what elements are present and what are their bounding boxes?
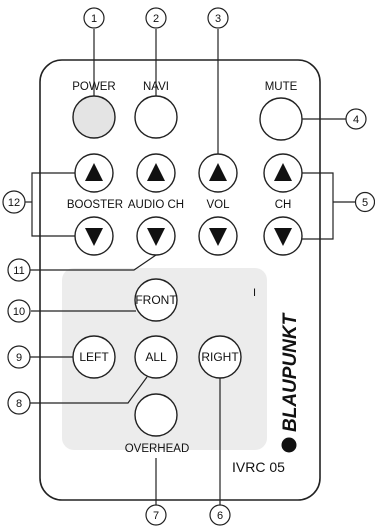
callout-9: 9 xyxy=(7,345,31,369)
booster-label: BOOSTER xyxy=(67,199,123,211)
ch-label: CH xyxy=(275,199,292,211)
audio-ch-up-button[interactable] xyxy=(136,153,176,193)
model-label: IVRC 05 xyxy=(232,459,285,475)
audio-ch-label: AUDIO CH xyxy=(128,199,184,211)
callout-12: 12 xyxy=(2,190,26,214)
svg-text:6: 6 xyxy=(217,510,223,522)
pad-mark: I xyxy=(253,287,256,299)
brand-logo: BLAUPUNKT xyxy=(280,312,301,453)
down-arrow-icon xyxy=(274,228,292,246)
down-arrow-icon xyxy=(85,228,103,246)
callout-4: 4 xyxy=(345,108,367,130)
svg-text:11: 11 xyxy=(13,265,24,277)
up-arrow-icon xyxy=(147,163,165,181)
up-arrow-icon xyxy=(209,163,227,181)
right-label: RIGHT xyxy=(201,350,239,364)
callout-1: 1 xyxy=(83,7,105,29)
callout-3: 3 xyxy=(207,7,229,29)
callout-11: 11 xyxy=(7,258,31,282)
booster-up-button[interactable] xyxy=(74,153,114,193)
ch-down-button[interactable] xyxy=(263,216,303,256)
left-label: LEFT xyxy=(79,350,109,364)
vol-label: VOL xyxy=(206,199,230,211)
vol-down-button[interactable] xyxy=(198,216,238,256)
svg-text:BLAUPUNKT: BLAUPUNKT xyxy=(280,312,301,432)
callout-10: 10 xyxy=(7,299,31,323)
callout-8: 8 xyxy=(7,391,31,415)
audio-ch-down-button[interactable] xyxy=(136,216,176,256)
vol-up-button[interactable] xyxy=(198,153,238,193)
svg-text:7: 7 xyxy=(153,510,159,522)
down-arrow-icon xyxy=(209,228,227,246)
svg-text:1: 1 xyxy=(91,13,97,25)
svg-text:12: 12 xyxy=(8,197,20,209)
svg-text:8: 8 xyxy=(16,398,22,410)
booster-down-button[interactable] xyxy=(74,216,114,256)
svg-text:2: 2 xyxy=(153,13,159,25)
svg-text:4: 4 xyxy=(353,114,359,126)
mute-button[interactable] xyxy=(259,97,303,141)
ch-up-button[interactable] xyxy=(263,153,303,193)
navi-button[interactable] xyxy=(134,95,178,139)
callout-6: 6 xyxy=(209,504,231,526)
callout-2: 2 xyxy=(145,7,167,29)
all-button[interactable] xyxy=(134,335,178,379)
up-arrow-icon xyxy=(274,163,292,181)
callout-7: 7 xyxy=(145,504,167,526)
all-label: ALL xyxy=(145,350,167,364)
down-arrow-icon xyxy=(147,228,165,246)
front-button[interactable] xyxy=(134,278,178,322)
front-label: FRONT xyxy=(135,293,177,307)
mute-label: MUTE xyxy=(265,81,298,93)
svg-text:5: 5 xyxy=(362,197,368,209)
callout-5: 5 xyxy=(354,191,375,213)
overhead-label: OVERHEAD xyxy=(125,443,190,455)
svg-text:3: 3 xyxy=(215,13,221,25)
overhead-button[interactable] xyxy=(134,393,178,437)
up-arrow-icon xyxy=(85,163,103,181)
svg-text:9: 9 xyxy=(16,352,22,364)
callout-lines xyxy=(25,29,356,505)
power-button[interactable] xyxy=(72,95,116,139)
svg-text:10: 10 xyxy=(13,306,25,318)
